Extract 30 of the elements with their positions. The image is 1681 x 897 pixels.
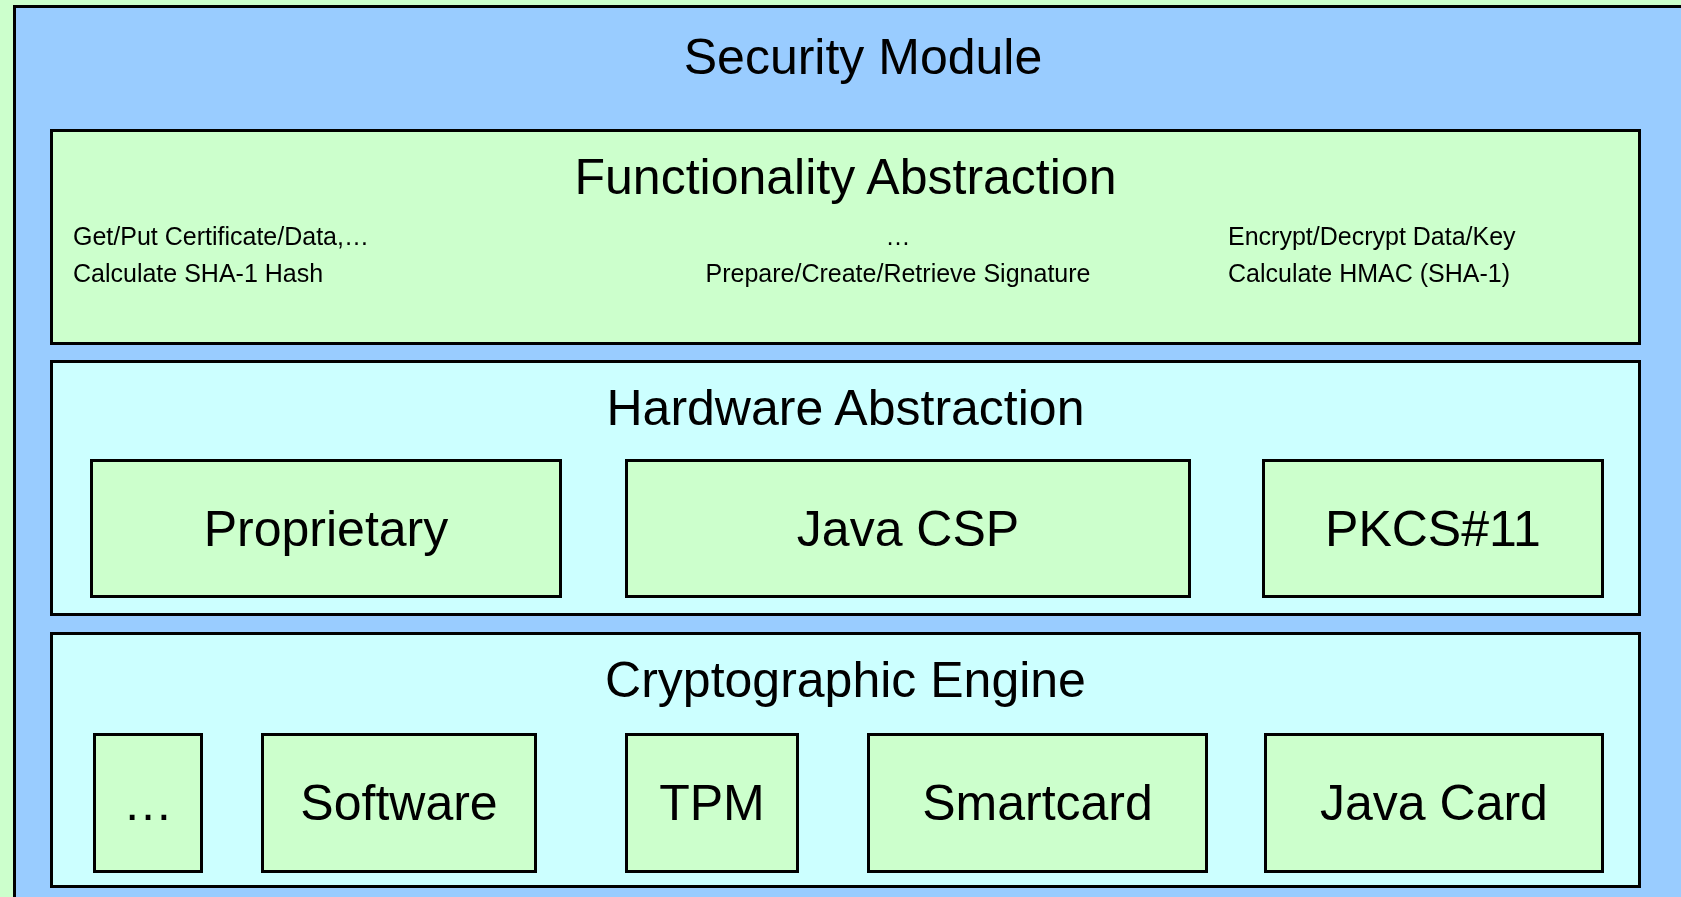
section-heading: Cryptographic Engine [605, 655, 1086, 705]
component-box [90, 459, 562, 598]
function-item: Calculate SHA-1 Hash [73, 261, 324, 286]
section-heading: Functionality Abstraction [574, 152, 1117, 202]
component-box [1264, 733, 1604, 873]
component-box [625, 459, 1191, 598]
layer-panel [50, 360, 1641, 616]
component-box [867, 733, 1208, 873]
component-label: TPM [659, 778, 765, 828]
section-heading: Hardware Abstraction [606, 383, 1085, 433]
function-item: … [885, 224, 911, 249]
layer-panel [50, 632, 1641, 888]
function-item: Get/Put Certificate/Data,… [73, 224, 369, 249]
function-item: Encrypt/Decrypt Data/Key [1228, 224, 1516, 249]
component-box [261, 733, 537, 873]
function-item: Prepare/Create/Retrieve Signature [705, 261, 1091, 286]
component-label: Proprietary [203, 503, 449, 554]
component-label: Java Card [1320, 778, 1548, 828]
component-box [625, 733, 799, 873]
layer-panel [50, 129, 1641, 345]
function-item: Calculate HMAC (SHA-1) [1228, 261, 1510, 286]
component-label: Software [300, 778, 498, 828]
component-label: Smartcard [922, 778, 1153, 828]
component-label: Java CSP [796, 503, 1020, 554]
module-panel [13, 5, 1681, 897]
component-box [93, 733, 203, 873]
section-heading: Security Module [683, 32, 1043, 82]
component-label: … [123, 778, 173, 828]
component-label: PKCS#11 [1325, 503, 1541, 554]
component-box [1262, 459, 1604, 598]
